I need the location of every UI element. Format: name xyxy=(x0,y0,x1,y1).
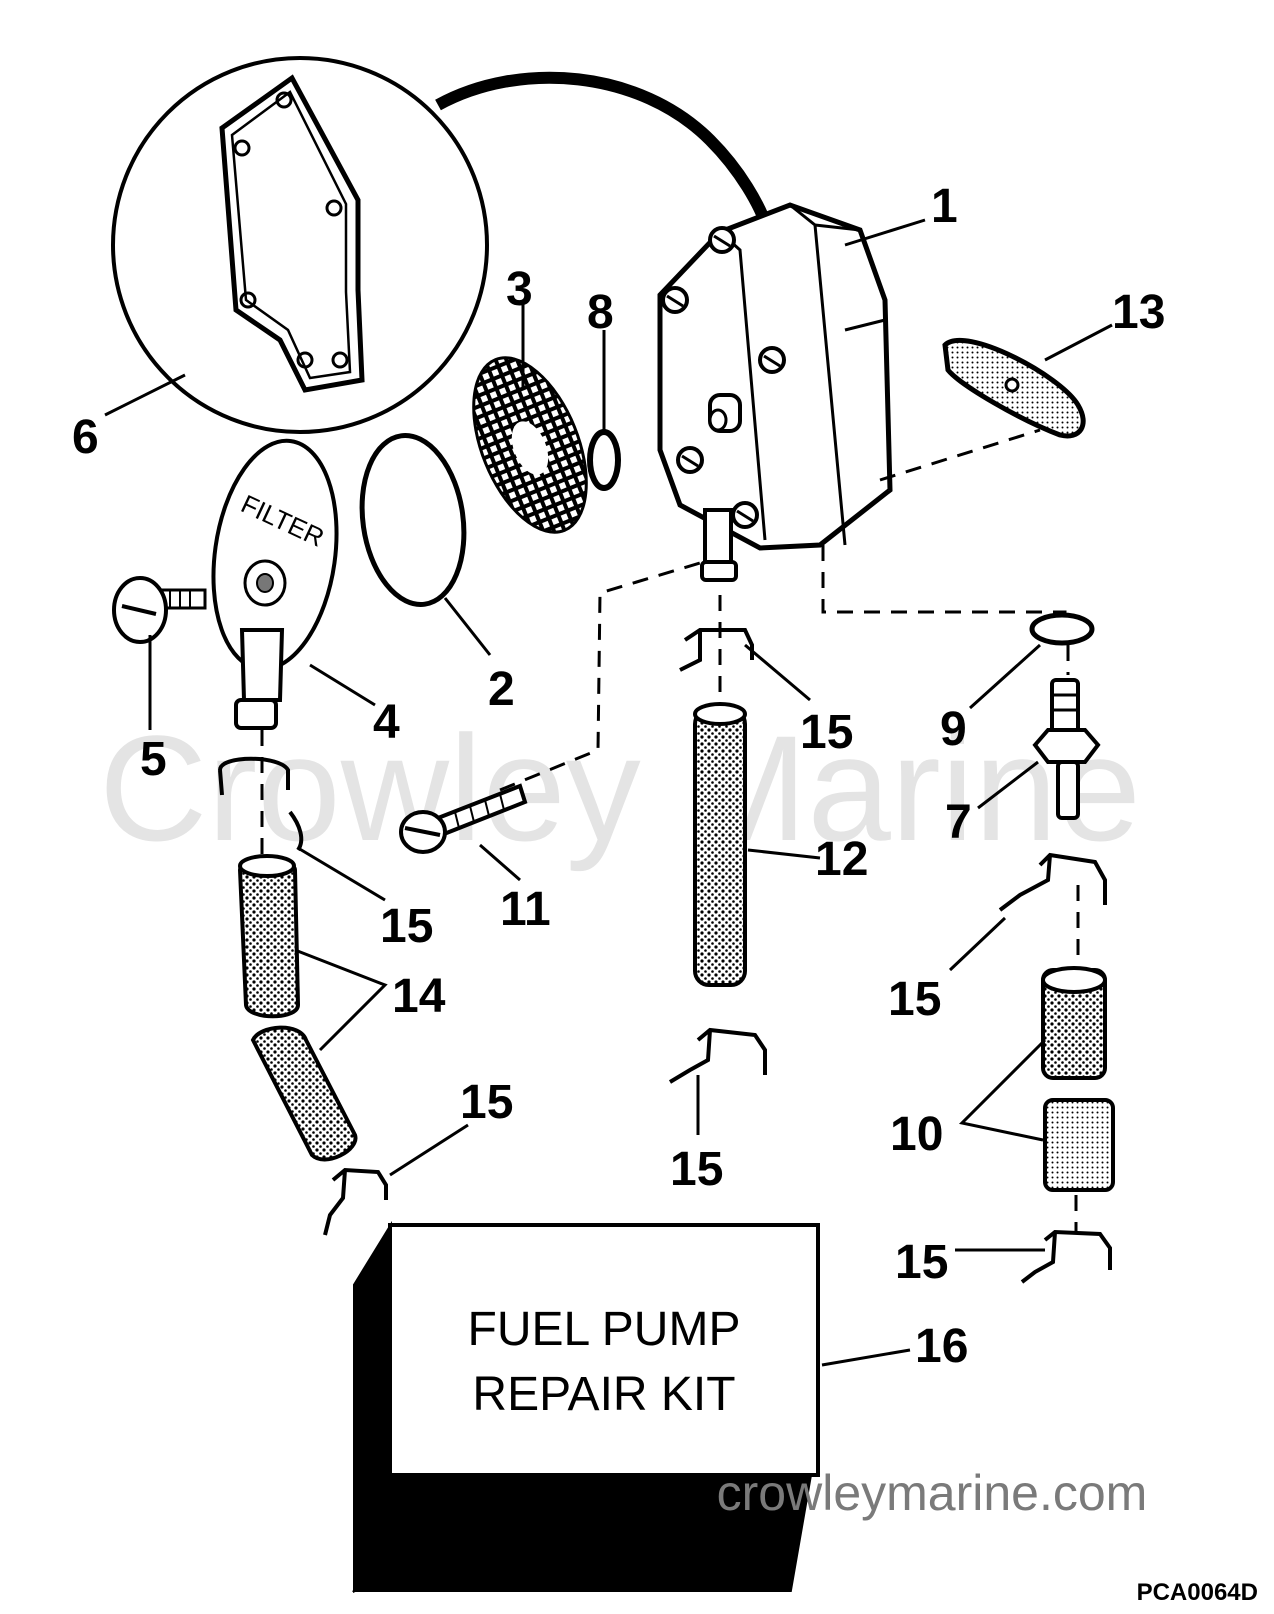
callout-3: 3 xyxy=(506,263,533,316)
kit-label-line1: FUEL PUMP xyxy=(468,1303,741,1356)
part-14-hoses xyxy=(237,854,358,1162)
callout-15-b: 15 xyxy=(380,900,433,953)
callout-15-e: 15 xyxy=(670,1143,723,1196)
part-1-fuel-pump-body xyxy=(657,202,893,582)
part-15-clamps xyxy=(218,628,1112,1284)
watermark-text: Crowley Marine xyxy=(99,704,1141,872)
part-10-hoses xyxy=(1041,966,1115,1192)
part-4-filter-cover: FILTER xyxy=(211,438,339,730)
callout-10: 10 xyxy=(890,1108,943,1161)
callout-12: 12 xyxy=(815,833,868,886)
callout-4: 4 xyxy=(373,696,400,749)
callout-2: 2 xyxy=(488,663,515,716)
part-2-o-ring xyxy=(359,433,467,607)
callout-1: 1 xyxy=(931,180,958,233)
callout-9: 9 xyxy=(940,703,967,756)
part-12-hose xyxy=(693,702,747,987)
drawing-code: PCA0064D xyxy=(1137,1579,1258,1606)
callout-7: 7 xyxy=(945,796,972,849)
callout-15-c: 15 xyxy=(888,973,941,1026)
callout-13: 13 xyxy=(1112,286,1165,339)
kit-label-line2: REPAIR KIT xyxy=(472,1368,735,1421)
part-7-fitting xyxy=(1032,678,1101,820)
part-16-repair-kit xyxy=(352,1220,820,1594)
part-11-screw xyxy=(399,783,528,854)
callout-14: 14 xyxy=(392,970,446,1023)
callout-11: 11 xyxy=(500,883,551,936)
part-3-filter-screen xyxy=(472,356,588,534)
site-url: crowleymarine.com xyxy=(717,1465,1148,1521)
callout-5: 5 xyxy=(140,733,167,786)
part-13-gasket xyxy=(942,337,1086,439)
part-5-thumb-screw xyxy=(112,576,207,644)
callout-8: 8 xyxy=(587,286,614,339)
part-9-o-ring xyxy=(1029,612,1095,646)
part-8-o-ring xyxy=(587,429,621,491)
leader-lines xyxy=(104,218,1113,1367)
assembly-lines xyxy=(260,428,1080,1232)
part-6-gasket-detail xyxy=(111,56,774,434)
callout-15-d: 15 xyxy=(460,1076,513,1129)
callout-15-a: 15 xyxy=(800,706,853,759)
callout-15-f: 15 xyxy=(895,1236,948,1289)
callout-6: 6 xyxy=(72,411,99,464)
callout-16: 16 xyxy=(915,1320,968,1373)
